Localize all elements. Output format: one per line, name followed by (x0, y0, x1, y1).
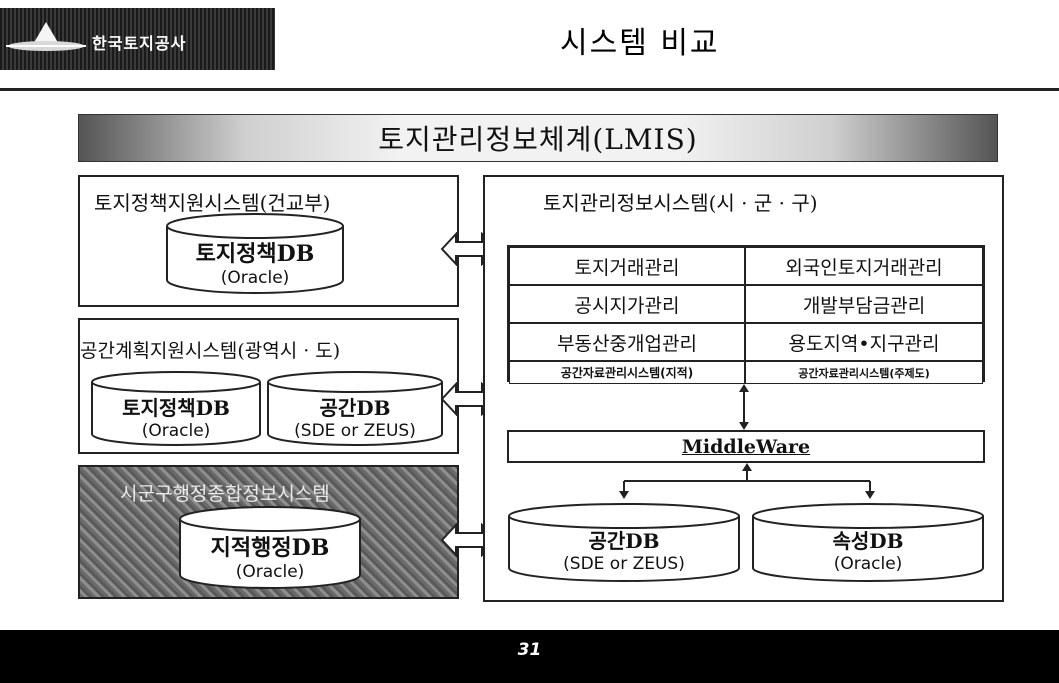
policy-support-system-title: 토지정책지원시스템(건교부) (94, 191, 331, 215)
vertical-arrow-icon (739, 384, 749, 430)
land-management-system-title: 토지관리정보시스템(시 · 군 · 구) (543, 191, 818, 215)
module-cell: 공간자료관리시스템(지적) (509, 361, 745, 384)
land-policy-db-label: 토지정책DB (Oracle) (165, 236, 345, 288)
slide-title: 시스템 비교 (560, 26, 720, 61)
land-policy-db-2-sub: (Oracle) (141, 421, 211, 441)
attribute-db-label: 속성DB (Oracle) (751, 525, 985, 574)
lmis-banner: 토지관리정보체계(LMIS) (78, 114, 998, 162)
lmis-title: 토지관리정보체계(LMIS) (378, 123, 698, 156)
module-cell: 용도지역•지구관리 (745, 323, 983, 361)
spatial-db-right-name: 공간DB (588, 529, 660, 553)
footer-bar (0, 630, 1059, 683)
module-grid: 토지거래관리 외국인토지거래관리 공시지가관리 개발부담금관리 부동산중개업관리… (507, 245, 985, 384)
spatial-db-left-sub: (SDE or ZEUS) (294, 421, 416, 441)
attribute-db-cylinder (752, 503, 984, 582)
page-number: 31 (517, 640, 542, 660)
spatial-db-left-name: 공간DB (319, 396, 391, 420)
admin-info-system-title: 시군구행정종합정보시스템 (120, 483, 330, 505)
spatial-db-left-label: 공간DB (SDE or ZEUS) (266, 392, 444, 441)
land-policy-db-cylinder (166, 213, 344, 294)
module-cell: 부동산중개업관리 (509, 323, 745, 361)
cadastral-db-label: 지적행정DB (Oracle) (178, 530, 362, 582)
middleware-box: MiddleWare (507, 430, 985, 463)
land-policy-db-sub: (Oracle) (220, 268, 290, 288)
company-name: 한국토지공사 (92, 34, 187, 53)
company-logo-icon (6, 22, 86, 51)
header-divider (0, 88, 1059, 91)
module-cell: 토지거래관리 (509, 247, 745, 285)
branch-arrows-icon (619, 463, 875, 499)
spatial-db-right-label: 공간DB (SDE or ZEUS) (507, 525, 741, 574)
module-cell: 개발부담금관리 (745, 285, 983, 323)
attribute-db-name: 속성DB (832, 529, 904, 553)
module-cell: 외국인토지거래관리 (745, 247, 983, 285)
cadastral-db-cylinder (179, 506, 361, 589)
land-policy-db-name: 토지정책DB (195, 241, 315, 267)
land-policy-db-2-label: 토지정책DB (Oracle) (90, 392, 262, 441)
cadastral-db-name: 지적행정DB (210, 535, 330, 561)
attribute-db-sub: (Oracle) (833, 554, 903, 574)
land-policy-db-2-name: 토지정책DB (122, 396, 230, 420)
land-policy-db-2-cylinder (91, 371, 261, 446)
spatial-db-right-sub: (SDE or ZEUS) (563, 554, 685, 574)
module-cell: 공간자료관리시스템(주제도) (745, 361, 983, 384)
module-cell: 공시지가관리 (509, 285, 745, 323)
spatial-planning-system-title: 공간계획지원시스템(광역시 · 도) (80, 340, 341, 362)
spatial-db-left-cylinder (267, 371, 443, 446)
spatial-db-right-cylinder (508, 503, 740, 582)
cadastral-db-sub: (Oracle) (235, 562, 305, 582)
